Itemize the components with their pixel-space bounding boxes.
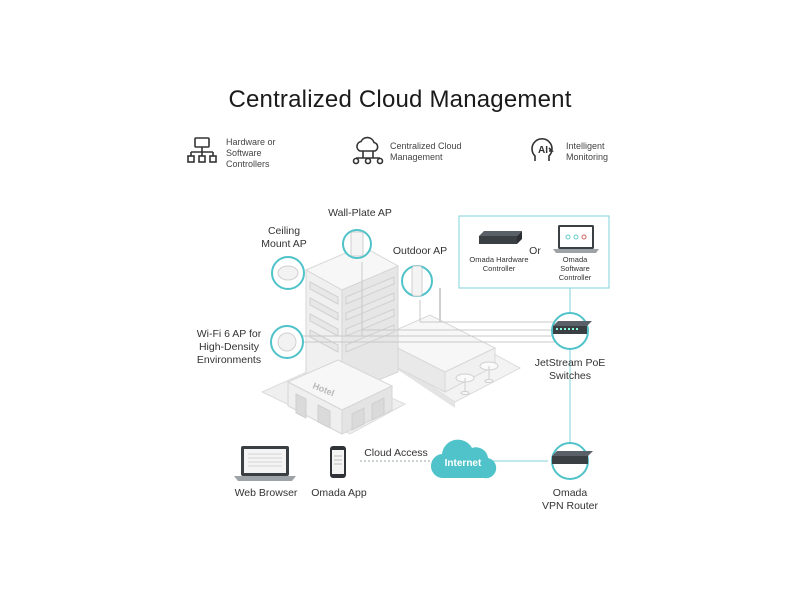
cloud-network-icon [351,136,385,166]
hardware-controller-device [479,231,522,244]
web-browser-laptop [234,446,296,481]
omada-app-label: Omada App [311,487,367,499]
cloud-access-label: Cloud Access [364,447,428,459]
internet-label: Internet [445,458,482,469]
feature-label-controllers: Hardware or Software Controllers [226,137,276,169]
feature-label-monitoring: Intelligent Monitoring [566,141,609,162]
internet-cloud [430,439,497,479]
hierarchy-controller-icon [186,136,218,166]
outdoor-ap-device [401,265,433,297]
umbrella-1 [455,373,475,395]
ceiling-mount-ap-device [271,256,305,290]
software-controller-laptop [553,225,599,253]
ai-brain-icon: AI [528,134,558,164]
poe-switch-device [551,312,592,350]
web-browser-label: Web Browser [234,487,298,499]
feature-label-cloud-management: Centralized Cloud Management [390,141,462,162]
omada-app-phone [330,446,346,478]
outdoor-ap-label: Outdoor AP [392,245,448,257]
wifi6-ap-device [270,325,304,359]
wall-plate-ap-label: Wall-Plate AP [328,207,392,219]
controller-group-box [458,215,610,289]
umbrella-2 [479,361,499,383]
wall-plate-ap-device [342,229,372,259]
vpn-router-device [551,442,593,480]
or-label: Or [529,245,541,257]
page-title: Centralized Cloud Management [228,86,572,113]
ai-icon-text: AI [538,145,548,156]
